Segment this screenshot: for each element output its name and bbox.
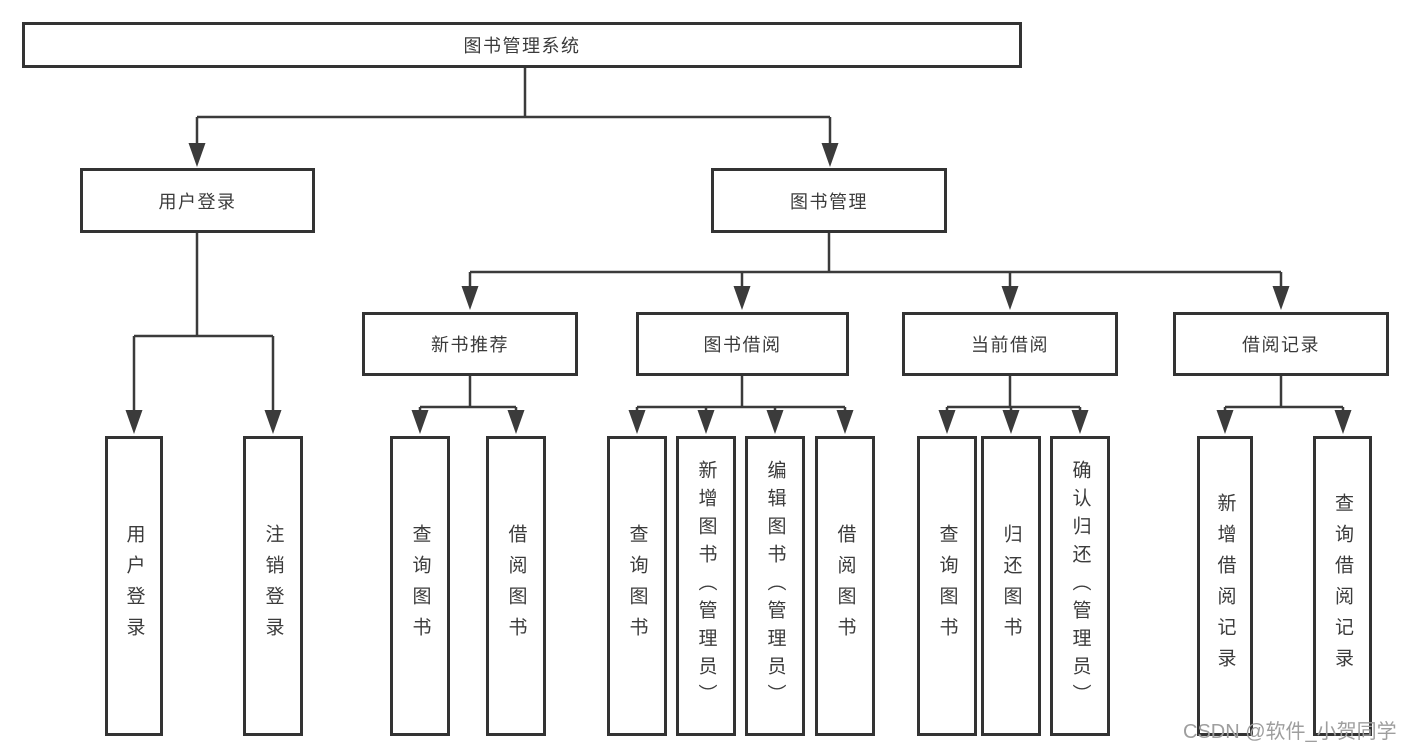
leaf-query-borrow-record: 查询借阅记录 [1313,436,1372,736]
arrowheads [125,143,1352,434]
leaf-user-login: 用户登录 [105,436,163,736]
leaf-query-books-2-label: 查询图书 [626,524,648,648]
leaf-confirm-return-admin: 确认归还（管理员） [1050,436,1110,736]
node-book-management-label: 图书管理 [790,191,868,212]
node-library-system: 图书管理系统 [22,22,1022,68]
leaf-return-books-label: 归还图书 [1000,524,1022,648]
node-new-book-recommend-label: 新书推荐 [431,335,509,355]
leaf-query-books-3: 查询图书 [917,436,977,736]
leaf-logout-label: 注销登录 [262,524,284,648]
leaf-edit-book-admin: 编辑图书（管理员） [745,436,805,736]
node-new-book-recommend: 新书推荐 [362,312,578,376]
leaf-borrow-books-1-label: 借阅图书 [505,524,527,648]
node-library-system-label: 图书管理系统 [463,36,581,56]
node-book-borrowing-label: 图书借阅 [703,335,782,355]
node-book-borrowing: 图书借阅 [636,312,849,376]
leaf-borrow-books-1: 借阅图书 [486,436,546,736]
node-user-login: 用户登录 [80,168,315,233]
leaf-query-borrow-record-label: 查询借阅记录 [1332,493,1353,679]
leaf-add-book-admin-label: 新增图书（管理员） [695,460,717,712]
node-user-login-label: 用户登录 [158,191,237,212]
leaf-query-books-1: 查询图书 [390,436,450,736]
leaf-user-login-label: 用户登录 [123,524,145,648]
leaf-query-books-3-label: 查询图书 [936,524,958,648]
node-book-management: 图书管理 [711,168,947,233]
node-current-borrowing: 当前借阅 [902,312,1118,376]
watermark: CSDN @软件_小贺同学 [1183,721,1397,743]
leaf-query-books-1-label: 查询图书 [409,524,431,648]
leaf-logout: 注销登录 [243,436,303,736]
leaf-borrow-books-2-label: 借阅图书 [834,524,856,648]
leaf-borrow-books-2: 借阅图书 [815,436,875,736]
leaf-confirm-return-admin-label: 确认归还（管理员） [1069,460,1091,712]
leaf-edit-book-admin-label: 编辑图书（管理员） [764,460,786,712]
node-borrow-records-label: 借阅记录 [1242,335,1320,355]
node-current-borrowing-label: 当前借阅 [971,335,1049,355]
leaf-query-books-2: 查询图书 [607,436,667,736]
leaf-return-books: 归还图书 [981,436,1041,736]
leaf-add-borrow-record: 新增借阅记录 [1197,436,1253,736]
node-borrow-records: 借阅记录 [1173,312,1389,376]
leaf-add-book-admin: 新增图书（管理员） [676,436,736,736]
leaf-add-borrow-record-label: 新增借阅记录 [1214,493,1236,679]
